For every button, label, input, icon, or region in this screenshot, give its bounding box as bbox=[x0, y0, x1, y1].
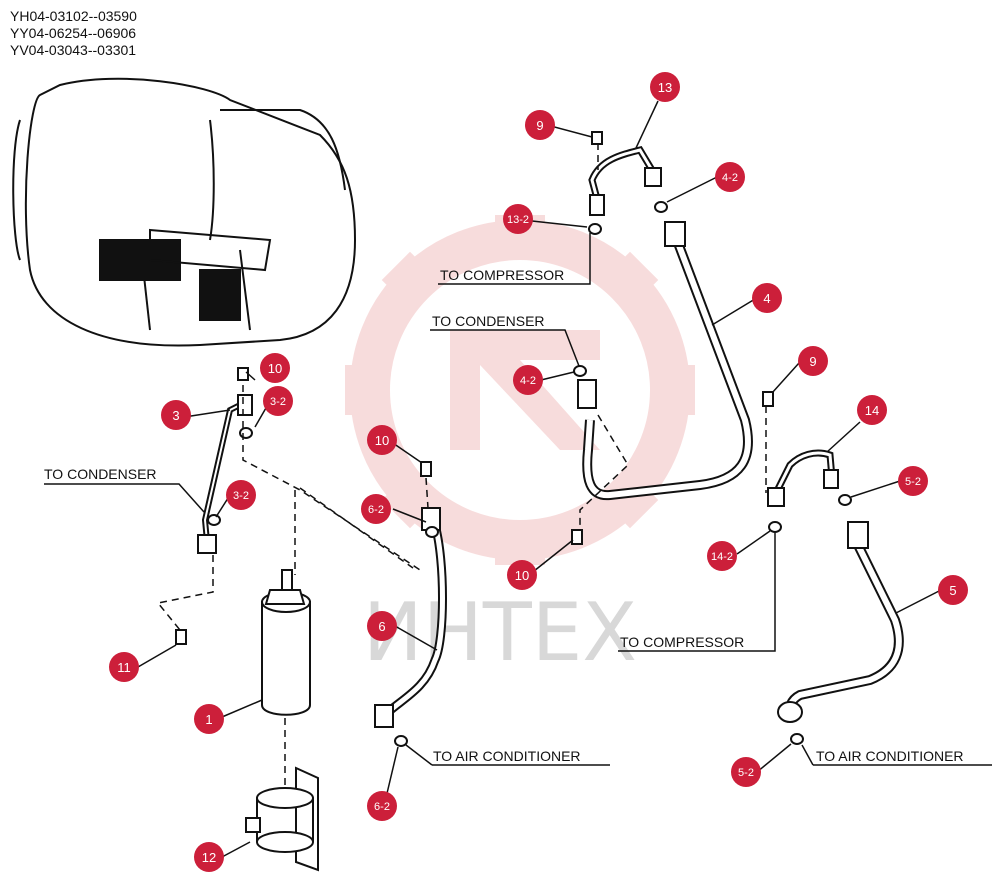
watermark-gear-logo bbox=[345, 215, 695, 565]
o-rings bbox=[207, 201, 852, 747]
label-to-air-conditioner-mid: TO AIR CONDITIONER bbox=[433, 748, 581, 764]
callout-14-2: 14-2 bbox=[711, 551, 733, 563]
watermark-text: ИНТЕХ bbox=[363, 586, 637, 679]
callout-3: 3 bbox=[172, 408, 179, 423]
assembly-dashed-lines bbox=[156, 143, 767, 790]
callout-9a: 9 bbox=[536, 118, 543, 133]
callout-4: 4 bbox=[763, 291, 770, 306]
label-to-compressor-right: TO COMPRESSOR bbox=[620, 634, 744, 650]
leader-lines bbox=[137, 100, 942, 858]
callout-4-2b: 4-2 bbox=[520, 375, 536, 387]
label-to-air-conditioner-right: TO AIR CONDITIONER bbox=[816, 748, 964, 764]
serial-range-1: YH04-03102--03590 bbox=[10, 8, 137, 24]
callout-9b: 9 bbox=[809, 354, 816, 369]
label-to-compressor-top: TO COMPRESSOR bbox=[440, 267, 564, 283]
callout-10c: 10 bbox=[515, 568, 529, 583]
callout-5-2b: 5-2 bbox=[738, 767, 754, 779]
callout-6: 6 bbox=[378, 619, 385, 634]
bracket-clamp-part-12 bbox=[245, 766, 319, 872]
callout-13: 13 bbox=[658, 80, 672, 95]
callout-5-2a: 5-2 bbox=[905, 476, 921, 488]
callout-5: 5 bbox=[949, 583, 956, 598]
machine-cab-illustration bbox=[12, 77, 357, 347]
callout-6-2b: 6-2 bbox=[374, 801, 390, 813]
callout-14: 14 bbox=[865, 403, 879, 418]
label-rules bbox=[44, 233, 992, 766]
callout-4-2a: 4-2 bbox=[722, 172, 738, 184]
callout-13-2: 13-2 bbox=[507, 214, 529, 226]
callout-10a: 10 bbox=[268, 361, 282, 376]
receiver-drier-part-1 bbox=[261, 569, 311, 716]
callout-12: 12 bbox=[202, 850, 216, 865]
pipe-part-3 bbox=[201, 402, 242, 553]
callout-11: 11 bbox=[117, 660, 131, 675]
callout-3-2b: 3-2 bbox=[233, 490, 249, 502]
serial-range-3: YV04-03043--03301 bbox=[10, 42, 137, 58]
callout-markers bbox=[109, 72, 968, 872]
callout-1: 1 bbox=[205, 712, 212, 727]
callout-3-2a: 3-2 bbox=[270, 396, 286, 408]
callout-10b: 10 bbox=[375, 433, 389, 448]
serial-range-2: YY04-06254--06906 bbox=[10, 25, 137, 41]
label-to-condenser-mid: TO CONDENSER bbox=[432, 313, 545, 329]
hose-part-5 bbox=[784, 542, 904, 717]
callout-6-2a: 6-2 bbox=[368, 504, 384, 516]
label-to-condenser-left: TO CONDENSER bbox=[44, 466, 157, 482]
